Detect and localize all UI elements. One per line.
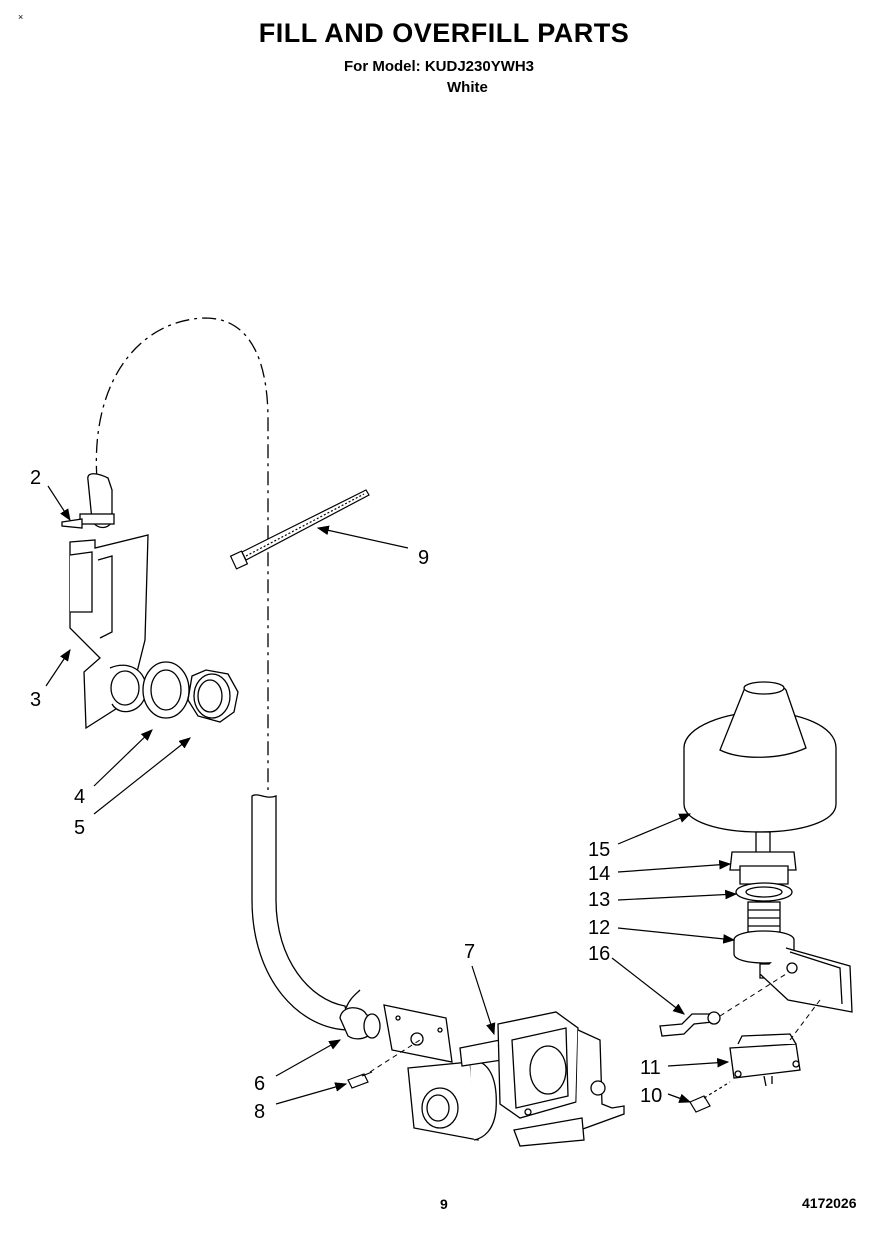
page-number: 9: [440, 1196, 448, 1212]
leader-9: [316, 525, 409, 549]
callout-5: 5: [74, 817, 85, 839]
callout-9: 9: [418, 547, 429, 569]
callout-13: 13: [588, 889, 610, 911]
screw-8-dash: [369, 1039, 421, 1073]
leader-12: [617, 927, 736, 944]
document-number: 4172026: [802, 1195, 857, 1211]
callout-8: 8: [254, 1101, 265, 1123]
lever-dash: [719, 973, 787, 1017]
leader-13: [617, 889, 738, 901]
part-4-gasket: [142, 661, 190, 719]
part-3-fill-funnel: [69, 534, 149, 730]
leader-16: [611, 957, 685, 1015]
part-15-float: [683, 681, 837, 833]
leader-8: [275, 1082, 348, 1105]
part-10-screw: [689, 1081, 731, 1113]
leader-10: [667, 1093, 692, 1103]
part-6-hose: [251, 794, 381, 1040]
part-2-tie: [61, 473, 115, 529]
leader-6: [275, 1039, 342, 1077]
part-11-microswitch: [729, 1033, 801, 1087]
leader-7: [471, 965, 496, 1036]
leader-5: [93, 737, 191, 815]
leader-3: [45, 649, 71, 687]
leader-4: [93, 729, 153, 787]
callout-11: 11: [640, 1057, 661, 1079]
leader-14: [617, 859, 732, 873]
callout-10: 10: [640, 1085, 662, 1107]
switch-dash: [789, 999, 821, 1041]
callout-16: 16: [588, 943, 610, 965]
callout-4: 4: [74, 786, 85, 808]
part-7-water-valve: [383, 1004, 625, 1147]
part-9-cable-tie: [229, 489, 370, 570]
callout-14: 14: [588, 863, 610, 885]
callout-12: 12: [588, 917, 610, 939]
hose-routing-dashed: [95, 317, 269, 790]
callout-2: 2: [30, 467, 41, 489]
leader-15: [617, 813, 692, 845]
color-line: White: [447, 79, 488, 96]
part-8-screw: [347, 1071, 373, 1089]
leader-11: [667, 1057, 730, 1068]
part-5-nut: [187, 669, 239, 723]
part-13-washer: [735, 882, 793, 902]
callout-6: 6: [254, 1073, 265, 1095]
callout-7: 7: [464, 941, 475, 963]
part-16-lever: [659, 1011, 721, 1037]
leader-2: [47, 485, 71, 522]
callout-15: 15: [588, 839, 610, 861]
model-line: For Model: KUDJ230YWH3: [344, 58, 535, 75]
callout-3: 3: [30, 689, 41, 711]
page-title: FILL AND OVERFILL PARTS: [258, 18, 630, 48]
corner-mark: ×: [18, 12, 24, 22]
part-12-switch-body: [733, 901, 853, 1013]
